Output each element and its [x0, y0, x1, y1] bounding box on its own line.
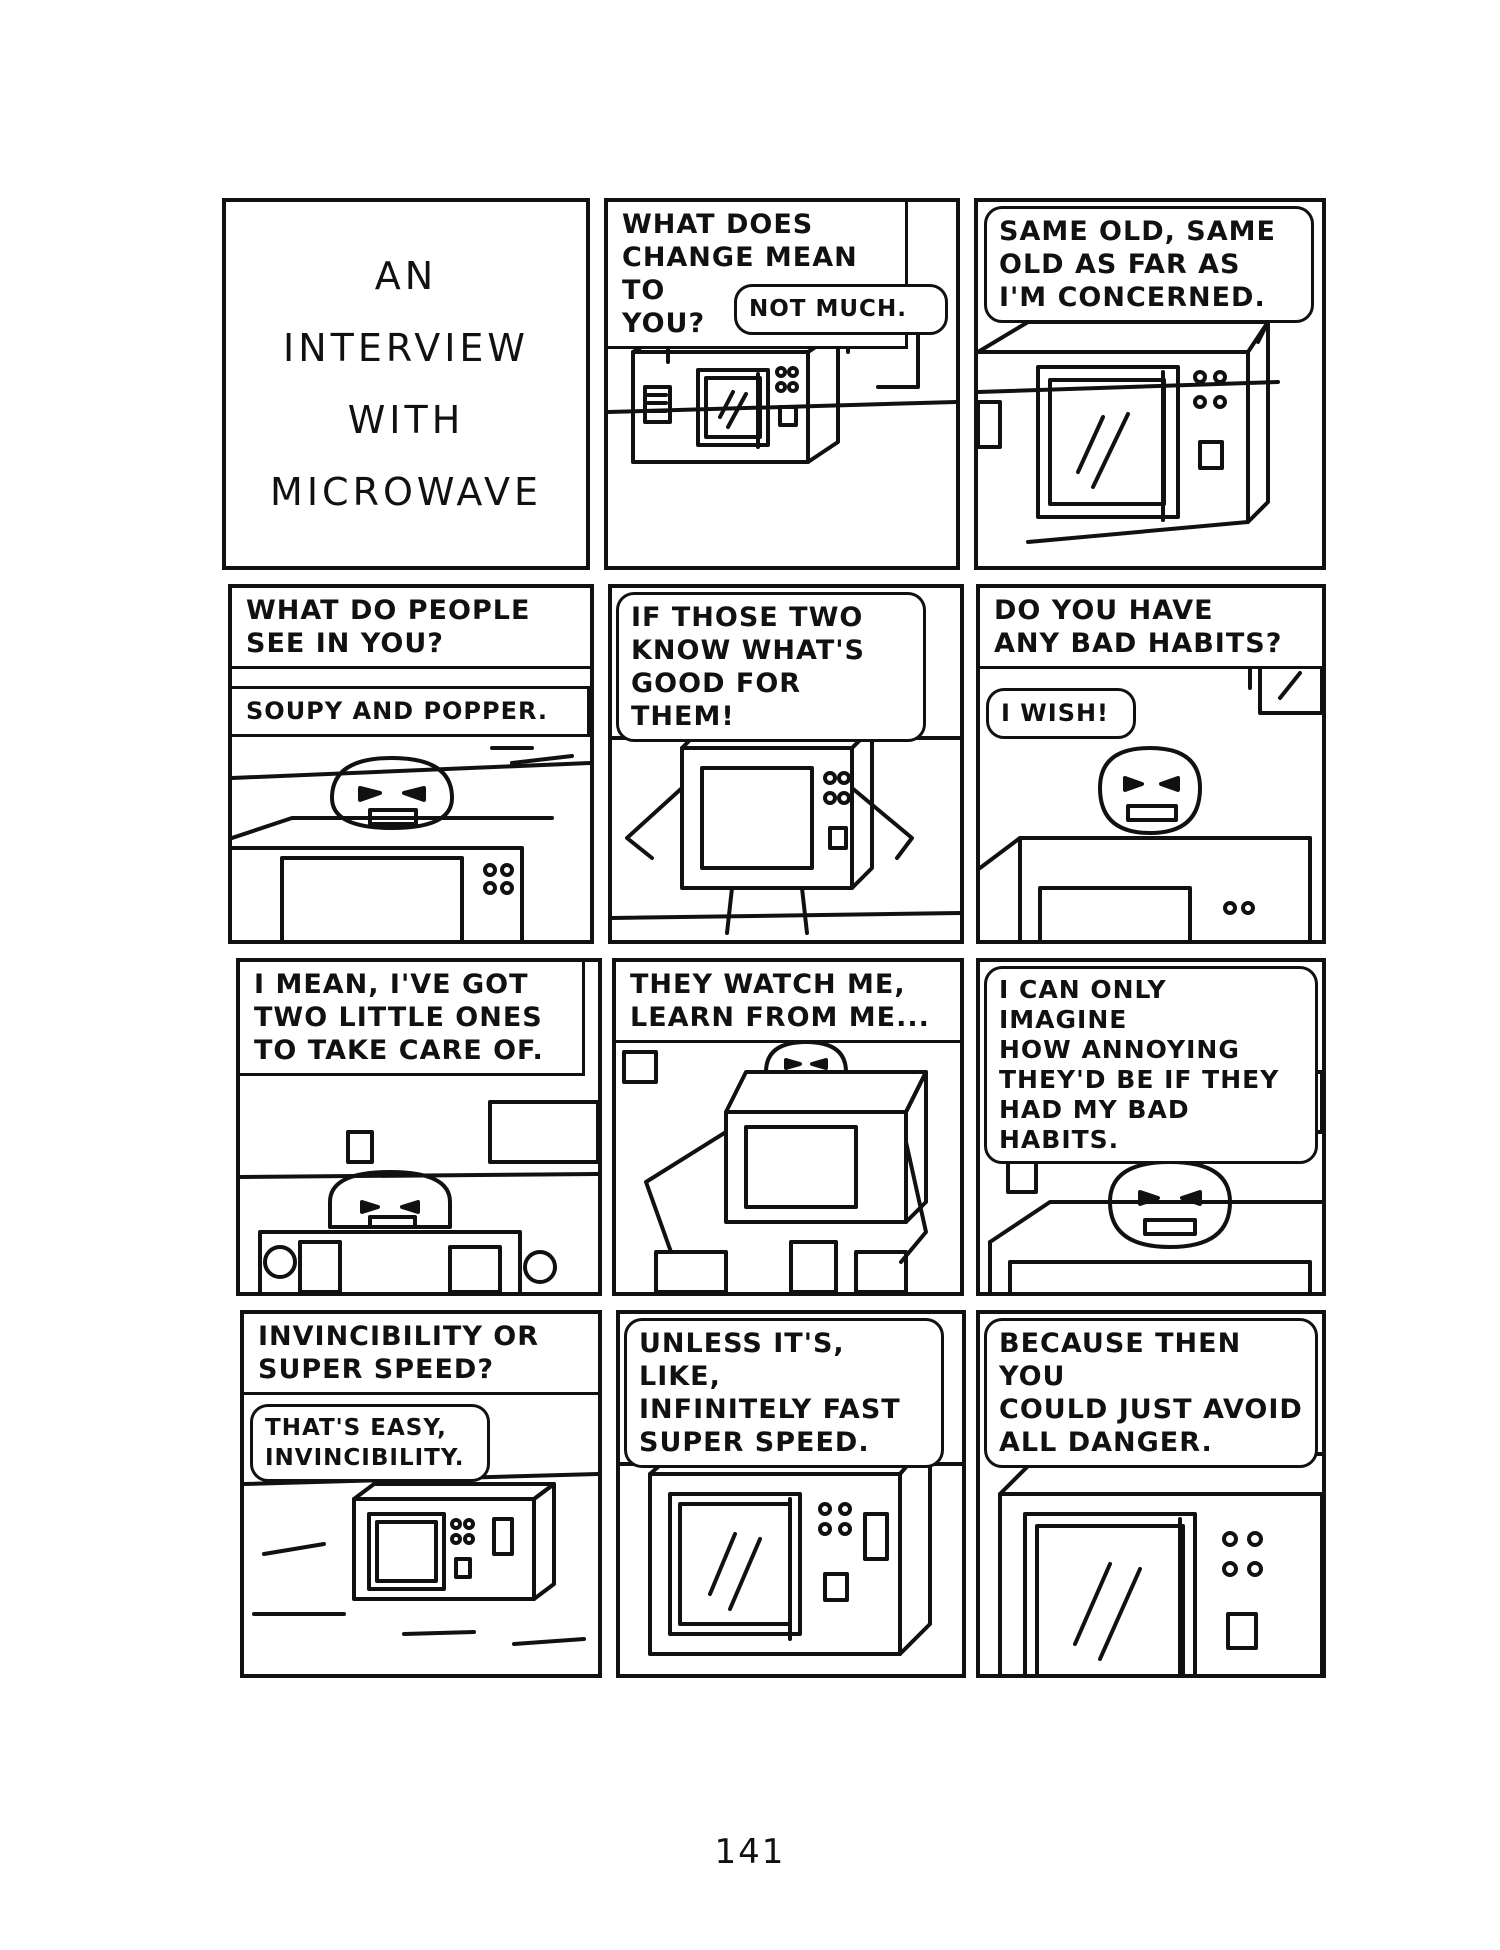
- panel-3: SAME OLD, SAME OLD AS FAR AS I'M CONCERN…: [974, 198, 1326, 570]
- answer-bubble: I CAN ONLY IMAGINE HOW ANNOYING THEY'D B…: [984, 966, 1318, 1164]
- comic-title: AN INTERVIEW WITH MICROWAVE: [270, 254, 542, 514]
- microwave-holding-little-ones-illustration: [622, 1040, 928, 1292]
- microwave-illustration: [998, 1452, 1322, 1674]
- reply-bubble: I WISH!: [986, 688, 1136, 739]
- title-panel: AN INTERVIEW WITH MICROWAVE: [222, 198, 590, 570]
- panel-10: INVINCIBILITY OR SUPER SPEED? THAT'S EAS…: [240, 1310, 602, 1678]
- reply-caption: SOUPY AND POPPER.: [232, 686, 590, 737]
- page-number: 141: [714, 1832, 786, 1872]
- panel-9: I CAN ONLY IMAGINE HOW ANNOYING THEY'D B…: [976, 958, 1326, 1296]
- panel-6: DO YOU HAVE ANY BAD HABITS? I WISH!: [976, 584, 1326, 944]
- panel-7: I MEAN, I'VE GOT TWO LITTLE ONES TO TAKE…: [236, 958, 602, 1296]
- answer-bubble: BECAUSE THEN YOU COULD JUST AVOID ALL DA…: [984, 1318, 1318, 1468]
- answer-bubble: UNLESS IT'S, LIKE, INFINITELY FAST SUPER…: [624, 1318, 944, 1468]
- question-caption: DO YOU HAVE ANY BAD HABITS?: [980, 588, 1322, 669]
- panel-5: IF THOSE TWO KNOW WHAT'S GOOD FOR THEM!: [608, 584, 964, 944]
- panel-4: WHAT DO PEOPLE SEE IN YOU? SOUPY AND POP…: [228, 584, 594, 944]
- answer-caption: THEY WATCH ME, LEARN FROM ME...: [616, 962, 960, 1043]
- answer-bubble: IF THOSE TWO KNOW WHAT'S GOOD FOR THEM!: [616, 592, 926, 742]
- panel-2: WHAT DOES CHANGE MEAN TO YOU? NOT MUCH.: [604, 198, 960, 570]
- microwave-face-illustration: [232, 746, 590, 940]
- reply-bubble: THAT'S EASY, INVINCIBILITY.: [250, 1404, 490, 1482]
- question-caption: INVINCIBILITY OR SUPER SPEED?: [244, 1314, 598, 1395]
- reply-bubble: NOT MUCH.: [734, 284, 948, 335]
- answer-bubble: SAME OLD, SAME OLD AS FAR AS I'M CONCERN…: [984, 206, 1314, 323]
- panel-11: UNLESS IT'S, LIKE, INFINITELY FAST SUPER…: [616, 1310, 966, 1678]
- panel-12: BECAUSE THEN YOU COULD JUST AVOID ALL DA…: [976, 1310, 1326, 1678]
- small-microwave-illustration: [244, 1472, 598, 1646]
- question-caption: WHAT DO PEOPLE SEE IN YOU?: [232, 588, 590, 669]
- microwave-face-illustration: [988, 1070, 1322, 1292]
- answer-caption: I MEAN, I'VE GOT TWO LITTLE ONES TO TAKE…: [240, 962, 585, 1076]
- microwave-illustration: [978, 320, 1280, 544]
- panel-8: THEY WATCH ME, LEARN FROM ME...: [612, 958, 964, 1296]
- microwave-with-little-ones-illustration: [240, 1100, 598, 1292]
